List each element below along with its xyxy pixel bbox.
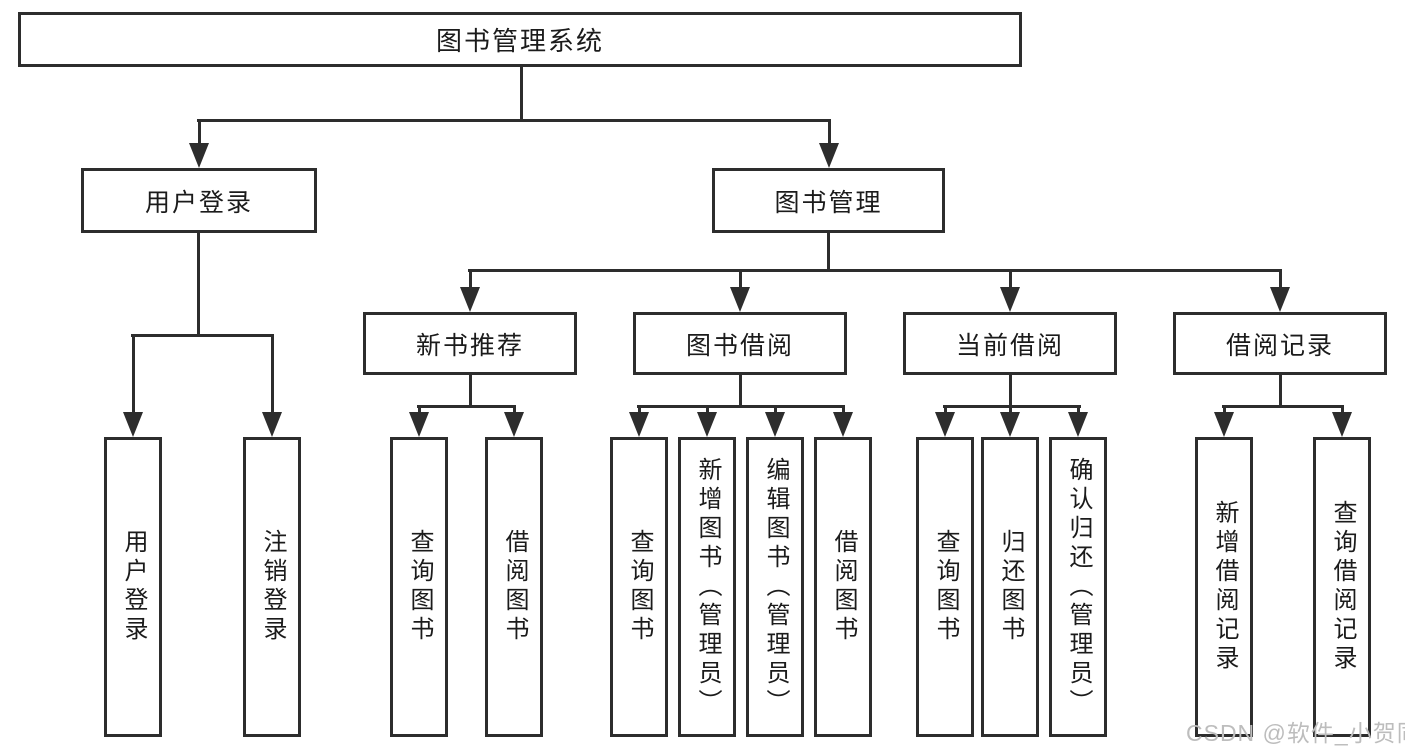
connector-line <box>1009 269 1012 295</box>
arrow-down-icon <box>935 412 955 437</box>
leaf-label: 借阅图书 <box>830 529 857 645</box>
connector-line <box>944 405 947 418</box>
arrow-down-icon <box>1332 412 1352 437</box>
connector-line <box>774 405 777 418</box>
node-current-borrowing: 当前借阅 <box>903 312 1117 375</box>
node-borrowing-records: 借阅记录 <box>1173 312 1387 375</box>
leaf-label: 查询图书 <box>626 529 653 645</box>
node-label: 新书推荐 <box>415 331 524 360</box>
node-label: 用户登录 <box>144 188 253 217</box>
connector-line <box>842 405 845 418</box>
arrow-down-icon <box>189 143 209 168</box>
leaf-label: 查询图书 <box>406 529 433 645</box>
connector-line <box>132 334 135 420</box>
connector-line <box>417 405 516 408</box>
connector-line <box>271 334 274 420</box>
arrow-down-icon <box>262 412 282 437</box>
connector-line <box>197 119 831 122</box>
connector-line <box>513 405 516 418</box>
leaf-return-books: 归还图书 <box>981 437 1039 737</box>
arrow-down-icon <box>123 412 143 437</box>
arrow-down-icon <box>1068 412 1088 437</box>
connector-line <box>943 405 1081 408</box>
arrow-down-icon <box>819 143 839 168</box>
node-user-login: 用户登录 <box>81 168 317 233</box>
csdn-watermark: CSDN @软件_小贺同学 <box>1186 720 1405 746</box>
connector-line <box>197 233 200 336</box>
connector-line <box>1279 375 1282 407</box>
connector-line <box>706 405 709 418</box>
arrow-down-icon <box>833 412 853 437</box>
connector-line <box>1222 405 1344 408</box>
leaf-edit-books-admin: 编辑图书（管理员） <box>746 437 804 737</box>
leaf-borrow-books: 借阅图书 <box>814 437 872 737</box>
node-book-management: 图书管理 <box>712 168 945 233</box>
leaf-add-borrow-record: 新增借阅记录 <box>1195 437 1253 737</box>
leaf-query-borrow-record: 查询借阅记录 <box>1313 437 1371 737</box>
connector-line <box>637 405 845 408</box>
connector-line <box>131 334 274 337</box>
arrow-down-icon <box>730 287 750 312</box>
leaf-label: 查询图书 <box>932 529 959 645</box>
leaf-logout: 注销登录 <box>243 437 301 737</box>
leaf-user-login: 用户登录 <box>104 437 162 737</box>
connector-line <box>1279 269 1282 295</box>
node-label: 当前借阅 <box>955 331 1064 360</box>
connector-line <box>520 67 523 121</box>
leaf-borrow-books-recommend: 借阅图书 <box>485 437 543 737</box>
leaf-label: 借阅图书 <box>501 529 528 645</box>
leaf-query-books-recommend: 查询图书 <box>390 437 448 737</box>
connector-line <box>739 269 742 295</box>
arrow-down-icon <box>1000 287 1020 312</box>
connector-line <box>827 233 830 271</box>
arrow-down-icon <box>765 412 785 437</box>
connector-line <box>418 405 421 418</box>
leaf-label: 用户登录 <box>120 529 147 645</box>
connector-line <box>468 269 1282 272</box>
leaf-confirm-return-admin: 确认归还（管理员） <box>1049 437 1107 737</box>
connector-line <box>739 375 742 407</box>
leaf-label: 查询借阅记录 <box>1329 500 1356 674</box>
leaf-label: 确认归还（管理员） <box>1065 456 1092 718</box>
node-library-management-system: 图书管理系统 <box>18 12 1022 67</box>
arrow-down-icon <box>1270 287 1290 312</box>
leaf-add-books-admin: 新增图书（管理员） <box>678 437 736 737</box>
connector-line <box>1077 405 1080 418</box>
connector-line <box>828 119 831 150</box>
leaf-label: 编辑图书（管理员） <box>762 456 789 718</box>
arrow-down-icon <box>697 412 717 437</box>
connector-line <box>1341 405 1344 418</box>
connector-line <box>469 375 472 407</box>
arrow-down-icon <box>504 412 524 437</box>
leaf-query-books-current: 查询图书 <box>916 437 974 737</box>
connector-line <box>1223 405 1226 418</box>
arrow-down-icon <box>1000 412 1020 437</box>
leaf-label: 注销登录 <box>259 529 286 645</box>
node-book-borrowing: 图书借阅 <box>633 312 847 375</box>
leaf-label: 归还图书 <box>997 529 1024 645</box>
node-label: 借阅记录 <box>1225 331 1334 360</box>
connector-line <box>469 269 472 295</box>
node-label: 图书管理系统 <box>435 26 604 56</box>
arrow-down-icon <box>409 412 429 437</box>
node-label: 图书借阅 <box>685 331 794 360</box>
arrow-down-icon <box>629 412 649 437</box>
connector-line <box>1009 375 1012 407</box>
connector-line <box>638 405 641 418</box>
leaf-query-books-borrowing: 查询图书 <box>610 437 668 737</box>
arrow-down-icon <box>1214 412 1234 437</box>
connector-line <box>198 119 201 150</box>
node-new-book-recommendation: 新书推荐 <box>363 312 577 375</box>
leaf-label: 新增借阅记录 <box>1211 500 1238 674</box>
connector-line <box>1009 405 1012 418</box>
node-label: 图书管理 <box>774 188 883 217</box>
leaf-label: 新增图书（管理员） <box>694 456 721 718</box>
arrow-down-icon <box>460 287 480 312</box>
